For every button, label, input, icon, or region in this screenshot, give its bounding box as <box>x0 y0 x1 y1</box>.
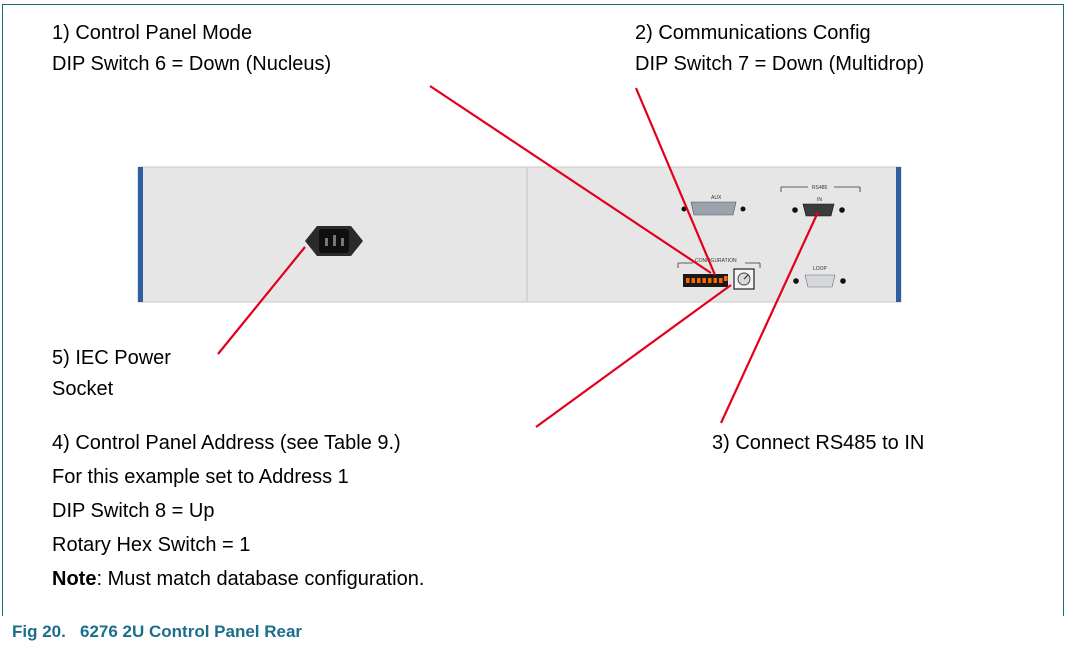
iec-power-socket <box>305 226 363 256</box>
leader-line-mode <box>429 85 712 274</box>
rs485-callout: 3) Connect RS485 to IN <box>712 432 925 454</box>
comm-detail: DIP Switch 7 = Down (Multidrop) <box>635 53 925 75</box>
loop-connector: LOOP <box>793 266 846 288</box>
rear-panel <box>137 166 902 303</box>
leader-line-rs485 <box>720 211 819 424</box>
loop-label: LOOP <box>813 266 828 272</box>
address-title: 4) Control Panel Address (see Table 9.) <box>52 432 401 454</box>
note-label: Note <box>52 568 97 590</box>
figure-caption: Fig 20. 6276 2U Control Panel Rear <box>12 622 303 641</box>
in-label: IN <box>817 197 822 203</box>
address-note: Note: Must match database configuration. <box>52 566 424 593</box>
note-text: : Must match database configuration. <box>96 568 425 590</box>
aux-connector: AUX <box>681 195 746 216</box>
panel-right-end <box>896 167 901 302</box>
panel-left-end <box>138 167 143 302</box>
leader-line-power <box>217 246 306 355</box>
rs485-in-connector: RS485 IN <box>780 185 861 217</box>
leader-line-comm <box>634 87 717 276</box>
rs485-label: RS485 <box>812 185 828 191</box>
power-line1: 5) IEC Power <box>52 347 171 369</box>
comm-title: 2) Communications Config <box>635 22 871 44</box>
configuration-label: CONFIGURATION <box>695 258 737 264</box>
configuration-switches: CONFIGURATION <box>677 258 761 290</box>
mode-title: 1) Control Panel Mode <box>52 22 253 44</box>
power-line2: Socket <box>52 378 114 400</box>
address-line1: For this example set to Address 1 <box>52 466 349 488</box>
address-line2: DIP Switch 8 = Up <box>52 500 215 522</box>
address-line3: Rotary Hex Switch = 1 <box>52 534 251 556</box>
aux-label: AUX <box>711 195 722 201</box>
leader-line-address <box>535 284 732 428</box>
mode-detail: DIP Switch 6 = Down (Nucleus) <box>52 53 332 75</box>
figure-frame <box>2 4 1064 616</box>
